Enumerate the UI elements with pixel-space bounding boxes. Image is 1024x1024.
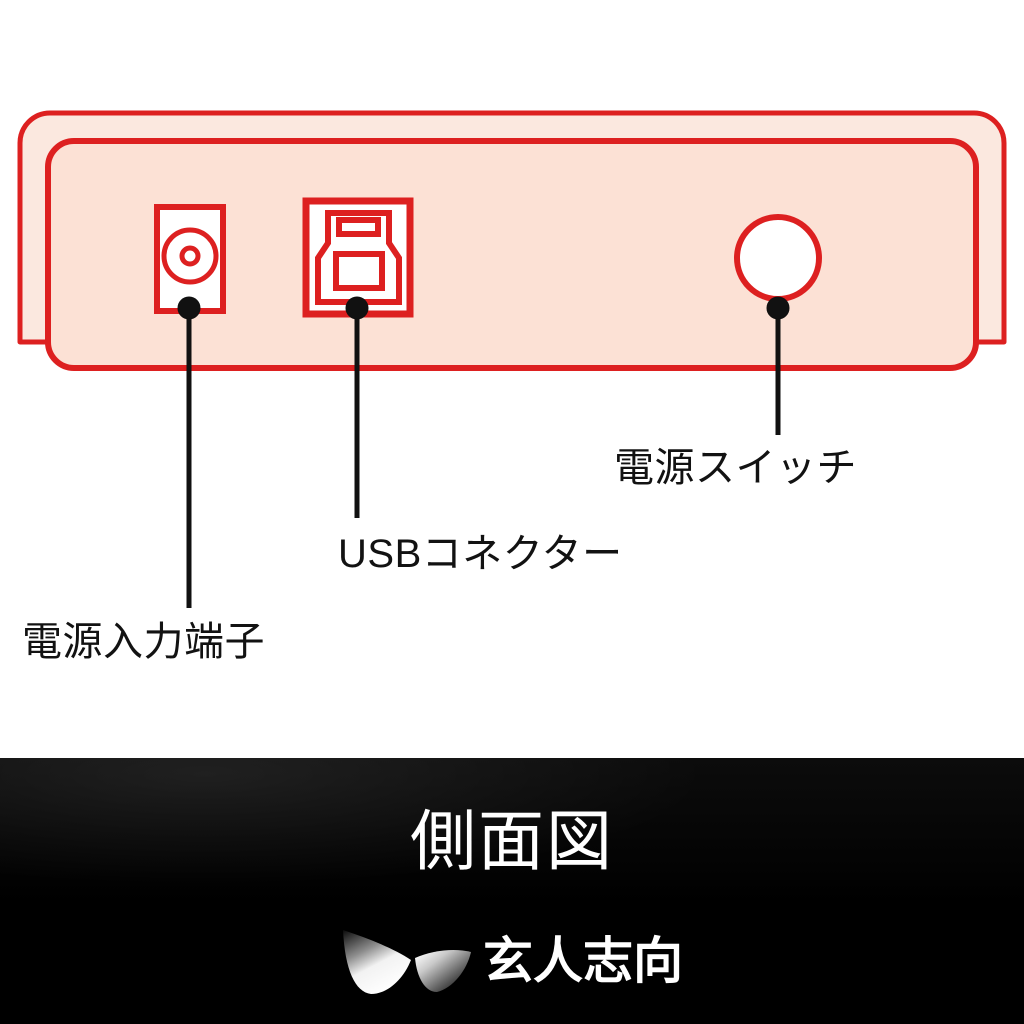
callout-leader-lines [177, 296, 790, 608]
enclosure-face-panel [45, 138, 979, 371]
leader-dot-power-switch [766, 296, 790, 320]
brand-name: 玄人志向 [483, 933, 683, 989]
callout-label-power-switch: 電源スイッチ [614, 446, 857, 490]
kuroutoshikou-visor-logo [343, 930, 471, 994]
power-switch-icon [734, 214, 822, 302]
dc-jack-icon [154, 204, 226, 314]
leader-dot-power-input [177, 296, 201, 320]
leader-dot-usb [345, 296, 369, 320]
callout-label-power-input: 電源入力端子 [22, 620, 265, 664]
enclosure-illustration [17, 110, 1007, 608]
brand-lockup: 玄人志向 [0, 906, 1024, 1016]
callout-label-usb-connector: USBコネクター [338, 532, 623, 576]
banner-title: 側面図 [410, 804, 614, 878]
bottom-banner: 側面図 [0, 758, 1024, 1024]
usb-b-port-icon [302, 197, 414, 318]
side-view-diagram: 電源スイッチ USBコネクター 電源入力端子 [17, 110, 1007, 664]
